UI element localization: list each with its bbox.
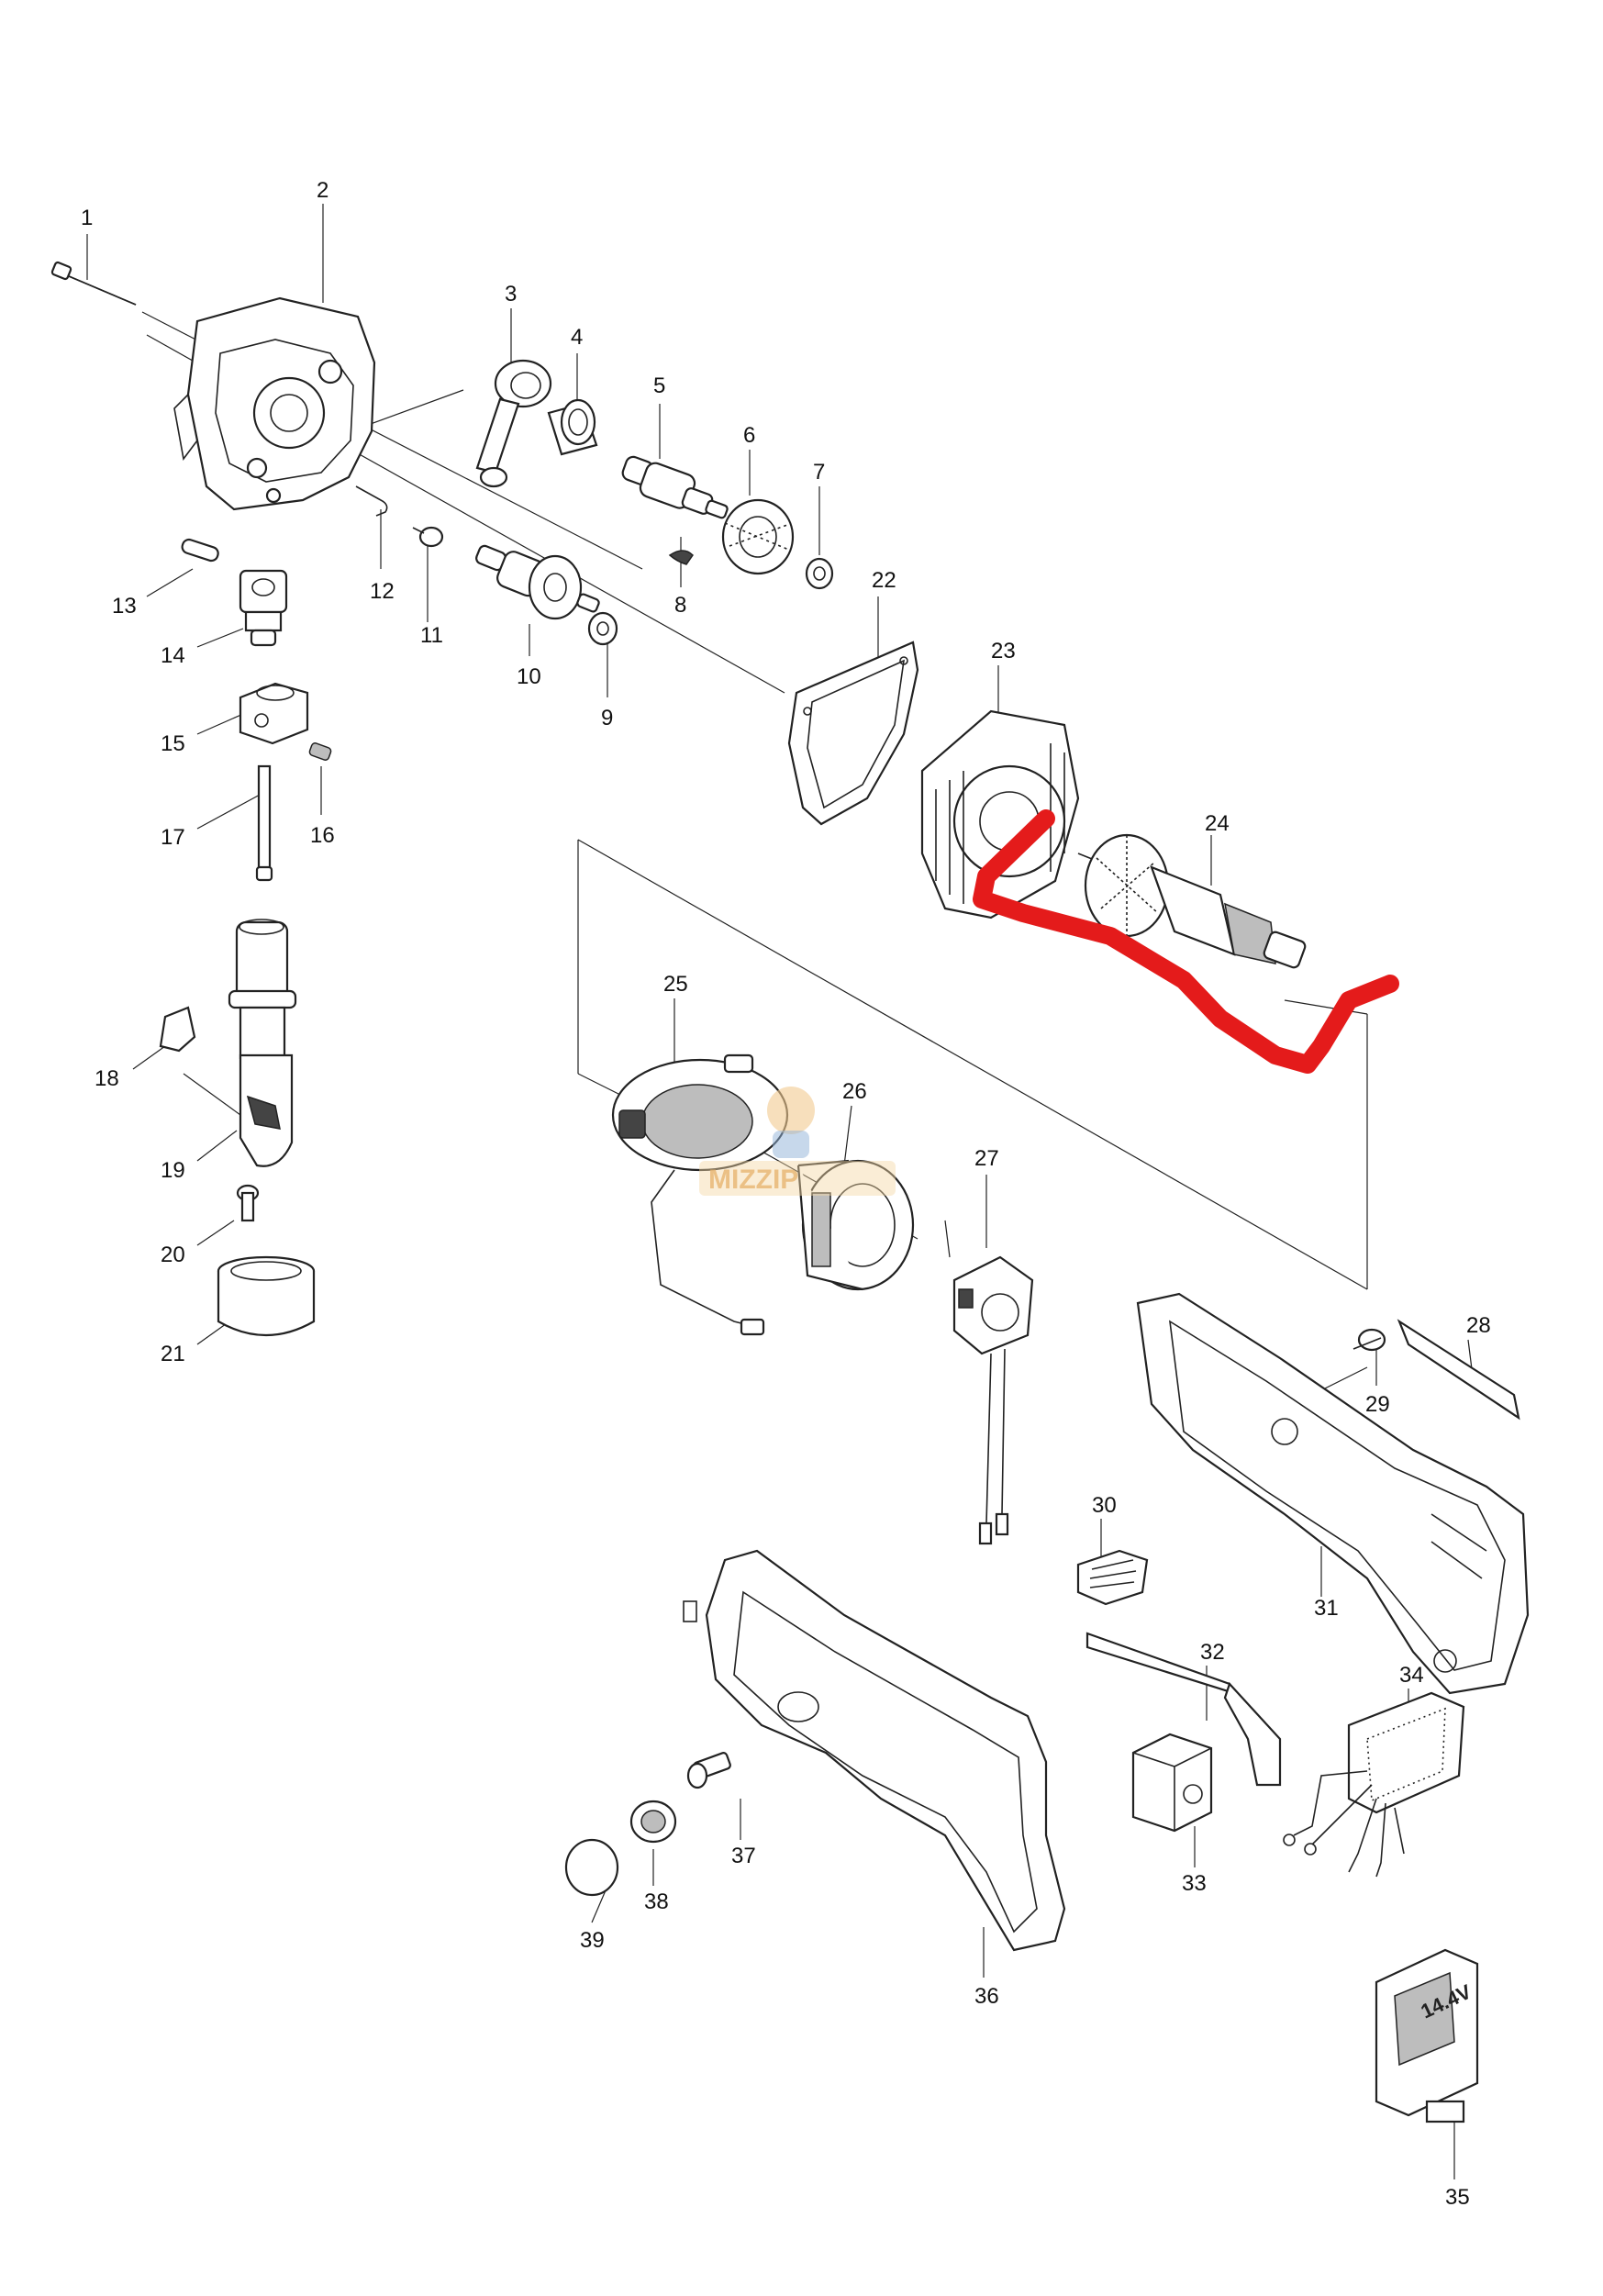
callout-3: 3 bbox=[505, 282, 517, 307]
part-6-gear bbox=[721, 498, 795, 575]
red-highlight-stroke bbox=[973, 809, 1399, 1074]
callout-23: 23 bbox=[991, 639, 1016, 663]
callout-15: 15 bbox=[161, 731, 185, 756]
callout-31: 31 bbox=[1314, 1596, 1339, 1621]
part-26-field bbox=[796, 1159, 915, 1291]
callout-35: 35 bbox=[1445, 2185, 1470, 2210]
callout-25: 25 bbox=[663, 972, 688, 997]
part-12-clip bbox=[355, 485, 388, 517]
callout-32: 32 bbox=[1200, 1640, 1225, 1665]
callout-27: 27 bbox=[974, 1146, 999, 1171]
part-11-small-screw bbox=[412, 526, 444, 548]
part-15-blade-holder bbox=[239, 682, 309, 745]
part-38-nut bbox=[629, 1800, 677, 1844]
part-18-bracket bbox=[159, 1006, 196, 1053]
part-27-brush-holder bbox=[952, 1255, 1034, 1545]
part-28-label-strip bbox=[1397, 1319, 1520, 1421]
part-5-crank-shaft bbox=[621, 455, 729, 519]
part-14-holder bbox=[239, 569, 288, 647]
callout-12: 12 bbox=[370, 579, 395, 604]
callout-33: 33 bbox=[1182, 1871, 1207, 1896]
part-34-controller bbox=[1283, 1691, 1465, 1878]
part-9-washer bbox=[587, 611, 618, 646]
part-25-end-cap bbox=[611, 1053, 789, 1336]
part-30-trigger bbox=[1076, 1549, 1149, 1606]
callout-labels: 1 2 3 4 5 6 7 8 9 10 11 12 13 14 15 16 1… bbox=[81, 178, 1491, 2210]
part-21-ring-nut bbox=[217, 1255, 316, 1336]
callout-39: 39 bbox=[580, 1928, 605, 1953]
part-29-screw bbox=[1353, 1328, 1386, 1352]
callout-36: 36 bbox=[974, 1984, 999, 2009]
part-37-bolt bbox=[686, 1752, 731, 1789]
part-17-rod bbox=[255, 764, 273, 882]
part-1-screw bbox=[50, 261, 137, 306]
part-31-housing-right bbox=[1136, 1292, 1530, 1695]
part-35-terminal-block: 14.4V bbox=[1375, 1948, 1479, 2123]
callout-11: 11 bbox=[420, 623, 443, 648]
callout-8: 8 bbox=[674, 593, 686, 618]
part-20-bolt bbox=[236, 1184, 260, 1222]
watermark-logo: MIZZIP bbox=[699, 1087, 896, 1196]
callout-6: 6 bbox=[743, 423, 755, 448]
callout-22: 22 bbox=[872, 568, 896, 593]
callout-2: 2 bbox=[317, 178, 328, 203]
callout-9: 9 bbox=[601, 706, 613, 730]
part-36-housing-left bbox=[683, 1549, 1066, 1952]
callout-29: 29 bbox=[1365, 1392, 1390, 1417]
callout-21: 21 bbox=[161, 1342, 185, 1366]
part-3-connecting-rod bbox=[475, 359, 552, 488]
callout-1: 1 bbox=[81, 206, 93, 230]
callout-38: 38 bbox=[644, 1889, 669, 1914]
part-39-cap bbox=[564, 1838, 619, 1897]
callout-17: 17 bbox=[161, 825, 185, 850]
part-2-gear-housing bbox=[173, 296, 376, 511]
watermark-text: MIZZIP bbox=[708, 1165, 798, 1195]
callout-16: 16 bbox=[310, 823, 335, 848]
part-19-punch-holder bbox=[228, 919, 297, 1167]
part-10-spindle-gear bbox=[475, 544, 600, 620]
callout-10: 10 bbox=[517, 664, 541, 689]
callout-20: 20 bbox=[161, 1243, 185, 1267]
callout-4: 4 bbox=[571, 325, 583, 350]
callout-13: 13 bbox=[112, 594, 137, 619]
part-23-motor-housing bbox=[920, 709, 1080, 920]
part-32-spring-plate bbox=[1085, 1632, 1282, 1787]
part-13-pin bbox=[181, 538, 219, 563]
part-16-set-screw bbox=[308, 742, 332, 761]
part-4-needle-bearing bbox=[547, 398, 598, 456]
part-8-key bbox=[668, 550, 694, 565]
part-33-switch bbox=[1131, 1733, 1213, 1833]
callout-14: 14 bbox=[161, 643, 185, 668]
callout-37: 37 bbox=[731, 1844, 756, 1868]
part-22-gasket bbox=[787, 641, 919, 826]
callout-7: 7 bbox=[813, 460, 825, 485]
callout-24: 24 bbox=[1205, 811, 1230, 836]
callout-34: 34 bbox=[1399, 1663, 1424, 1688]
callout-28: 28 bbox=[1466, 1313, 1491, 1338]
callout-18: 18 bbox=[95, 1066, 119, 1091]
callout-30: 30 bbox=[1092, 1493, 1117, 1518]
part-7-washer bbox=[805, 557, 834, 590]
callout-26: 26 bbox=[842, 1079, 867, 1104]
callout-5: 5 bbox=[653, 373, 665, 398]
callout-19: 19 bbox=[161, 1158, 185, 1183]
part-24-armature bbox=[1077, 833, 1307, 969]
